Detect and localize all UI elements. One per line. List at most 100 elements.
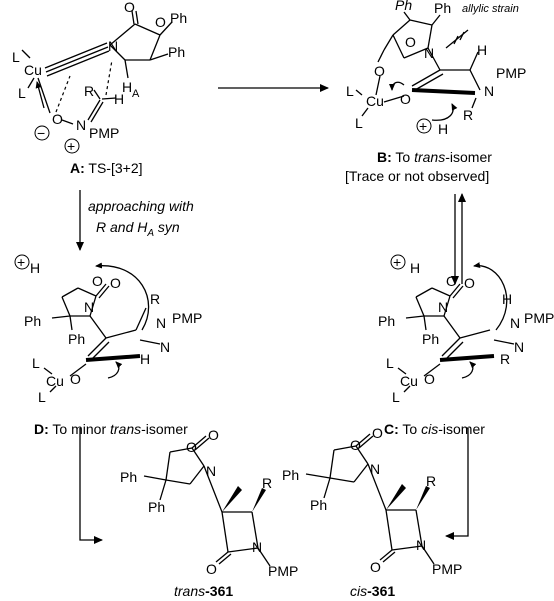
atom-r: R bbox=[150, 291, 160, 307]
structure-a: O O N Ph Ph H A L Cu L O N R H PMP − + bbox=[12, 0, 187, 154]
atom-n: N bbox=[438, 299, 448, 315]
atom-o: O bbox=[370, 559, 381, 575]
charge-plus: + bbox=[17, 254, 25, 270]
atom-o: O bbox=[52, 111, 63, 127]
atom-l: L bbox=[32, 355, 40, 371]
atom-cu: Cu bbox=[366, 93, 384, 109]
atom-n: N bbox=[510, 315, 520, 331]
atom-n: N bbox=[370, 461, 380, 477]
atom-cu: Cu bbox=[400, 373, 418, 389]
atom-o: O bbox=[350, 437, 361, 453]
atom-n: N bbox=[416, 537, 426, 553]
structure-b: Ph Ph O N O H N PMP O R L Cu L + H bbox=[346, 0, 526, 137]
atom-o: O bbox=[405, 34, 416, 50]
atom-pmp: PMP bbox=[89, 125, 119, 141]
atom-ph: Ph bbox=[422, 331, 439, 347]
atom-ph: Ph bbox=[434, 0, 451, 16]
atom-o: O bbox=[464, 275, 475, 291]
arrow-d-to-trans361 bbox=[79, 428, 103, 544]
atom-n: N bbox=[156, 315, 166, 331]
atom-l: L bbox=[355, 115, 363, 131]
atom-ph: Ph bbox=[395, 0, 412, 13]
atom-h: H bbox=[30, 260, 40, 276]
charge-plus: + bbox=[67, 138, 75, 154]
caption-b: B: To trans-isomer bbox=[377, 149, 492, 165]
atom-o: O bbox=[70, 371, 81, 387]
charge-minus: − bbox=[37, 125, 45, 141]
caption-d: D: To minor trans-isomer bbox=[34, 421, 188, 437]
caption-cis-361: cis-361 bbox=[350, 583, 395, 599]
atom-h: H bbox=[502, 291, 512, 307]
atom-o: O bbox=[208, 427, 219, 443]
plus-charge bbox=[64, 138, 80, 154]
caption-trans-361: trans-361 bbox=[174, 583, 233, 599]
atom-r: R bbox=[426, 473, 436, 489]
atom-h: H bbox=[114, 91, 124, 107]
atom-r: R bbox=[500, 351, 510, 367]
atom-pmp: PMP bbox=[268, 563, 298, 579]
atom-n: N bbox=[514, 339, 524, 355]
atom-h: H bbox=[140, 351, 150, 367]
atom-ph: Ph bbox=[24, 313, 41, 329]
atom-cu: Cu bbox=[46, 373, 64, 389]
caption-a: A: TS-[3+2] bbox=[70, 160, 143, 176]
atom-l: L bbox=[12, 49, 20, 65]
atom-h: H bbox=[410, 260, 420, 276]
atom-pmp: PMP bbox=[524, 310, 554, 326]
atom-o: O bbox=[186, 439, 197, 455]
minus-charge bbox=[34, 125, 50, 141]
atom-ph: Ph bbox=[68, 331, 85, 347]
arrow-label-line1: approaching with bbox=[88, 198, 194, 214]
atom-ph: Ph bbox=[310, 497, 327, 513]
atom-o: O bbox=[206, 561, 217, 577]
atom-n: N bbox=[108, 38, 118, 54]
structure-cis-361: O O N Ph Ph R N PMP O bbox=[282, 425, 462, 577]
atom-o: O bbox=[446, 273, 457, 289]
atom-ph: Ph bbox=[170, 10, 187, 26]
atom-o: O bbox=[110, 275, 121, 291]
atom-o: O bbox=[374, 63, 385, 79]
atom-h: H bbox=[438, 121, 448, 137]
structure-trans-361: O O N Ph Ph R N PMP O bbox=[120, 427, 298, 579]
atom-ph: Ph bbox=[148, 499, 165, 515]
caption-b-note: [Trace or not observed] bbox=[345, 168, 489, 184]
atom-o: O bbox=[155, 14, 166, 30]
atom-l: L bbox=[38, 389, 46, 405]
atom-r: R bbox=[262, 475, 272, 491]
atom-ph: Ph bbox=[282, 467, 299, 483]
atom-pmp: PMP bbox=[432, 561, 462, 577]
atom-n: N bbox=[252, 539, 262, 555]
caption-c: C: To cis-isomer bbox=[384, 421, 485, 437]
atom-pmp: PMP bbox=[496, 65, 526, 81]
structure-c: + H O O N Ph Ph H N PMP R N O L Cu L bbox=[378, 254, 554, 405]
atom-o: O bbox=[92, 273, 103, 289]
atom-n: N bbox=[76, 117, 86, 133]
atom-h-sub: A bbox=[132, 88, 140, 100]
atom-h: H bbox=[477, 42, 487, 58]
atom-l: L bbox=[346, 83, 354, 99]
atom-n: N bbox=[424, 45, 434, 61]
atom-o: O bbox=[372, 425, 383, 441]
atom-o: O bbox=[400, 91, 411, 107]
atom-h: H bbox=[122, 79, 132, 95]
atom-n: N bbox=[84, 299, 94, 315]
allylic-strain-label: allylic strain bbox=[462, 3, 519, 15]
charge-plus: + bbox=[393, 254, 401, 270]
arrow-c-to-cis361 bbox=[445, 428, 469, 540]
atom-cu: Cu bbox=[24, 62, 42, 78]
atom-ph: Ph bbox=[378, 313, 395, 329]
atom-l: L bbox=[386, 355, 394, 371]
atom-l: L bbox=[18, 85, 26, 101]
atom-pmp: PMP bbox=[172, 310, 202, 326]
atom-o: O bbox=[424, 371, 435, 387]
atom-ph: Ph bbox=[120, 469, 137, 485]
atom-l: L bbox=[392, 389, 400, 405]
atom-n: N bbox=[484, 83, 494, 99]
atom-n: N bbox=[160, 339, 170, 355]
atom-ph: Ph bbox=[168, 44, 185, 60]
structure-d: + H O O N Ph Ph R N PMP H N O L bbox=[14, 254, 202, 405]
atom-r: R bbox=[463, 107, 473, 123]
atom-o: O bbox=[124, 0, 135, 15]
arrow-label-line2: R and HA syn bbox=[96, 219, 180, 239]
